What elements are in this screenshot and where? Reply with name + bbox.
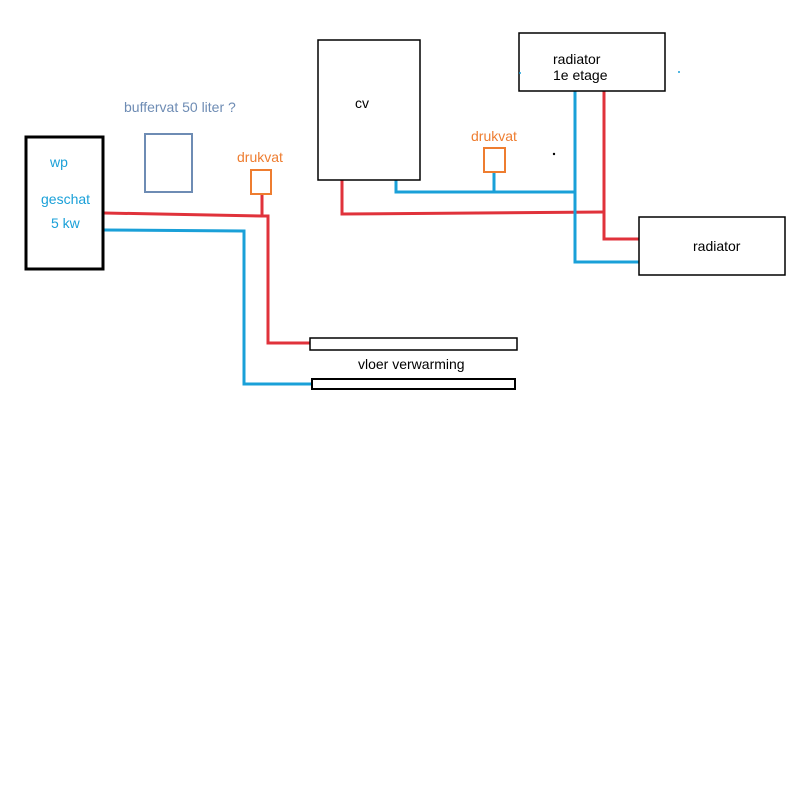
buffervat-label: buffervat 50 liter ?	[124, 99, 236, 115]
buffervat-box	[144, 133, 193, 193]
hot-pipe-radiator-top-return	[602, 91, 639, 241]
drukvat-right-box	[483, 147, 506, 173]
stray-dot-black	[552, 152, 556, 156]
floor-heating-supply-bar	[309, 337, 518, 351]
cold-pipe-riser	[573, 91, 639, 264]
cv-boiler-label: cv	[355, 95, 369, 111]
cold-pipe-wp-to-floor	[103, 228, 312, 386]
hot-pipes	[103, 91, 639, 345]
drukvat-left-label: drukvat	[237, 149, 283, 165]
stray-dot-blue	[678, 71, 680, 73]
cold-pipes	[103, 91, 639, 386]
drukvat-right-label: drukvat	[471, 128, 517, 144]
floor-heating-label: vloer verwarming	[358, 356, 465, 372]
drukvat-left-box	[250, 169, 272, 195]
stray-dot-blue-2	[519, 72, 521, 74]
radiator-right-label: radiator	[693, 238, 741, 254]
radiator-right-box	[638, 216, 786, 276]
heat-pump-estimate-label: geschat	[41, 191, 90, 207]
hot-pipe-wp-to-floor	[103, 211, 310, 345]
floor-heating-return-bar	[311, 378, 516, 390]
cold-pipe-cv-to-radiators	[394, 180, 575, 194]
cv-boiler-box	[317, 39, 421, 181]
radiator-first-floor-box	[518, 32, 666, 92]
radiator-first-floor-label: radiator	[553, 51, 601, 67]
heat-pump-label: wp	[49, 154, 68, 170]
hot-pipe-cv-to-radiators	[340, 180, 605, 216]
heat-pump-box	[24, 135, 105, 271]
radiator-first-floor-sublabel: 1e etage	[553, 67, 608, 83]
heat-pump-power-label: 5 kw	[51, 215, 81, 231]
